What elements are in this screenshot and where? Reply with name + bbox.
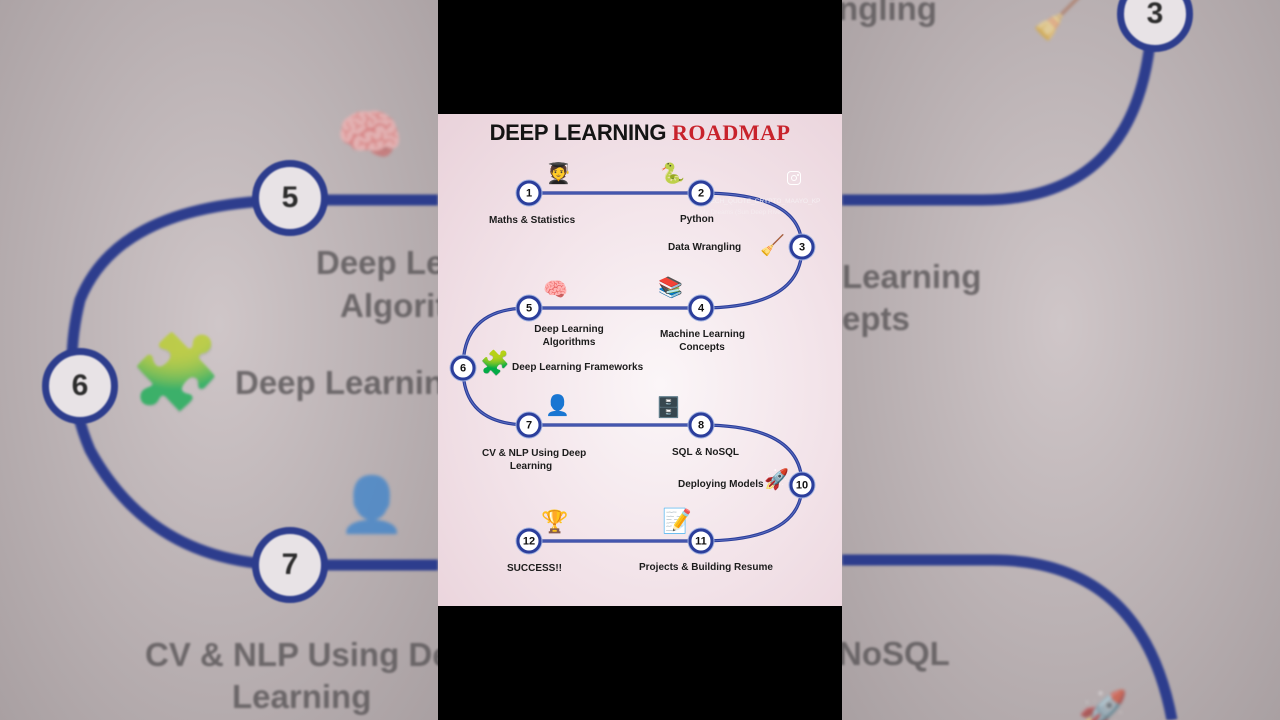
- background-text-frameworks: Deep Learning: [235, 364, 438, 401]
- background-text-algorithms-1: Deep Lea: [316, 244, 438, 281]
- step-5-label: Deep Learning Algorithms: [533, 323, 605, 349]
- step-4-label-line-2: Concepts: [679, 342, 725, 353]
- step-11-node: 11: [688, 528, 714, 554]
- database-icon: 🗄️: [656, 397, 681, 419]
- step-1-label: Maths & Statistics: [489, 215, 576, 226]
- step-10-label: Deploying Models: [678, 479, 764, 490]
- framework-grid-icon: 🧩: [480, 350, 510, 377]
- step-12-node: 12: [516, 528, 542, 554]
- step-1-node: 1: [516, 180, 542, 206]
- trophy-icon: 🏆: [541, 509, 569, 534]
- background-text-learning: Learning: [842, 258, 982, 295]
- title-main: DEEP LEARNING: [489, 120, 667, 145]
- background-text-cv-2: Learning: [232, 678, 372, 715]
- background-brain-icon: 🧠: [336, 105, 404, 165]
- background-text-wrangling: ngling: [842, 0, 937, 27]
- python-logo-icon: 🐍: [660, 163, 685, 185]
- step-5-label-line-2: Algorithms: [542, 337, 596, 348]
- step-3-node: 3: [789, 234, 815, 260]
- step-6-label: Deep Learning Frameworks: [512, 362, 644, 373]
- background-right-path: [842, 0, 1178, 720]
- step-5-node: 5: [516, 295, 542, 321]
- step-8-node: 8: [688, 412, 714, 438]
- head-vision-icon: 👤: [545, 395, 570, 417]
- roadmap-poster: DEEP LEARNING ROADMAP @TECH_QUOTE_CRYPTO…: [438, 114, 842, 606]
- step-8-label: SQL & NoSQL: [672, 447, 740, 458]
- background-rocket-icon: 🚀: [1078, 690, 1128, 720]
- background-data-wrangling-icon: 🧹: [1032, 0, 1090, 41]
- background-right-panel: 3 ngling Learning epts NoSQL 🧹 🚀: [842, 0, 1280, 720]
- title-accent: ROADMAP: [672, 120, 791, 145]
- step-12-label: SUCCESS!!: [507, 563, 563, 574]
- step-3-label: Data Wrangling: [668, 242, 742, 253]
- step-7-label: CV & NLP Using Deep Learning: [482, 447, 587, 473]
- instagram-icon: [787, 171, 801, 185]
- step-4-label: Machine Learning Concepts: [660, 328, 746, 354]
- background-text-concepts: epts: [842, 300, 910, 337]
- step-2-label: Python: [680, 214, 714, 225]
- step-4-node: 4: [688, 295, 714, 321]
- step-11-label: Projects & Building Resume: [639, 562, 773, 573]
- background-left-panel: 5 6 7 Deep Lea Algorith Deep Learning CV…: [0, 0, 438, 720]
- poster-title: DEEP LEARNING ROADMAP: [438, 120, 842, 146]
- brain-icon: 🧠: [543, 279, 568, 301]
- step-10-node: 10: [789, 472, 815, 498]
- background-head-vision-icon: 👤: [338, 475, 406, 535]
- background-framework-grid-icon: 🧩: [130, 331, 223, 414]
- background-node-6: 6: [42, 348, 118, 424]
- step-6-node: 6: [450, 355, 476, 381]
- background-text-algorithms-2: Algorith: [340, 287, 438, 324]
- watermark-handle: @TECH_QUOTE_CRYPTO_MAAYO_KP: [700, 198, 821, 205]
- background-text-nosql: NoSQL: [842, 635, 950, 672]
- resume-icon: 📝: [662, 508, 692, 535]
- rocket-icon: 🚀: [764, 469, 789, 491]
- video-frame: DEEP LEARNING ROADMAP @TECH_QUOTE_CRYPTO…: [438, 0, 842, 720]
- watermark-subtitle: My Dreams (Sun Deep Rive: [700, 209, 781, 216]
- step-4-label-line-1: Machine Learning: [660, 329, 746, 340]
- ml-book-icon: 📚: [658, 277, 683, 299]
- step-2-node: 2: [688, 180, 714, 206]
- background-node-5: 5: [252, 160, 328, 236]
- background-text-cv-1: CV & NLP Using Deep: [145, 636, 438, 673]
- math-student-icon: 🧑‍🎓: [546, 163, 571, 185]
- data-wrangling-icon: 🧹: [760, 235, 785, 257]
- background-node-7: 7: [252, 527, 328, 603]
- step-7-node: 7: [516, 412, 542, 438]
- step-7-label-line-1: CV & NLP Using Deep: [482, 448, 587, 459]
- watermark: @TECH_QUOTE_CRYPTO_MAAYO_KP My Dreams (S…: [700, 196, 820, 218]
- step-7-label-line-2: Learning: [509, 461, 553, 472]
- step-5-label-line-1: Deep Learning: [534, 324, 604, 335]
